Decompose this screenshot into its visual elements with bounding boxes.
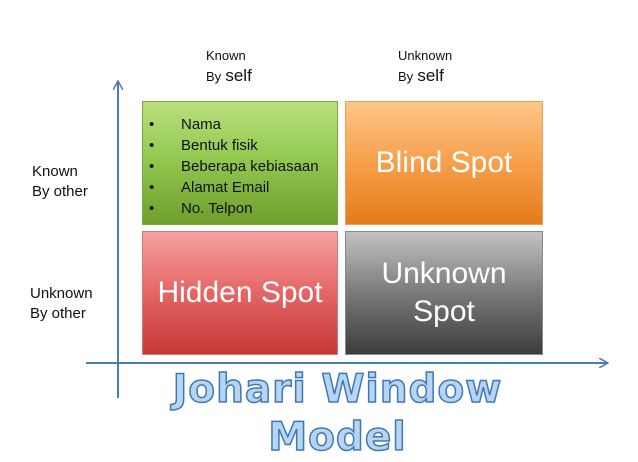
blind-spot-label: Blind Spot	[375, 146, 513, 179]
open-area-list: •Nama •Bentuk fisik •Beberapa kebiasaan …	[143, 102, 337, 219]
hidden-spot-quadrant: Hidden Spot	[142, 231, 338, 355]
column-header-line1: Known	[206, 48, 246, 63]
row-header-unknown-other: Unknown By other	[30, 285, 93, 322]
column-header-line2: By self	[398, 66, 444, 85]
hidden-spot-label: Hidden Spot	[157, 276, 323, 309]
column-header-line1: Unknown	[398, 48, 453, 63]
open-area-quadrant: •Nama •Bentuk fisik •Beberapa kebiasaan …	[142, 101, 338, 225]
unknown-spot-quadrant: Unknown Spot	[345, 231, 543, 355]
row-header-known-other: Known By other	[32, 163, 88, 200]
unknown-spot-label: Unknown Spot	[381, 257, 507, 328]
diagram-title: Johari Window Model	[172, 366, 503, 461]
list-item: •Beberapa kebiasaan	[149, 158, 319, 175]
axes	[86, 0, 638, 398]
list-item: •Bentuk fisik	[149, 137, 258, 154]
column-header-unknown-self: Unknown By self	[398, 46, 452, 87]
blind-spot-quadrant: Blind Spot	[345, 101, 543, 225]
list-item: •Nama	[149, 116, 222, 133]
list-item: •Alamat Email	[149, 179, 270, 196]
column-header-line2: By self	[206, 66, 252, 85]
list-item: •No. Telpon	[149, 200, 253, 217]
column-header-known-self: Known By self	[206, 46, 252, 87]
